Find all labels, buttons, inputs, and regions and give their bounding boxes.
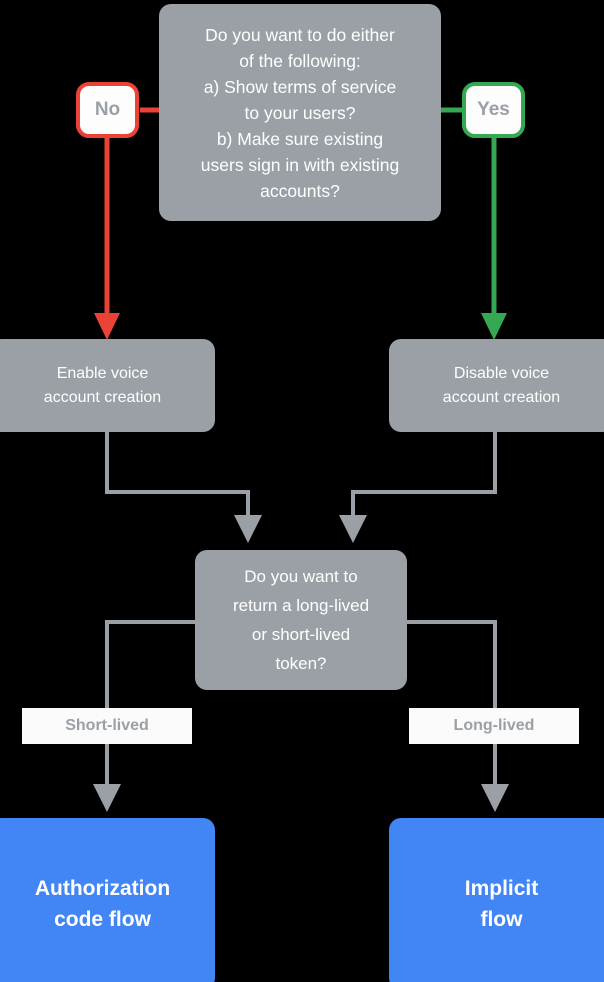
terminal-node-implicit-flow-label: Implicit flow [464, 877, 539, 931]
edge-token-to-implicit-arrowhead [481, 784, 509, 812]
edge-yes-to-disable-arrowhead [481, 313, 507, 340]
edge-label-yes-text: Yes [477, 99, 510, 120]
edge-label-no[interactable]: No [76, 82, 139, 138]
decision-node-token-lifetime-label: Do you want to return a long-lived or sh… [232, 567, 370, 673]
edge-token-to-auth-arrowhead [93, 784, 121, 812]
process-node-disable-voice-account-creation-label: Disable voice account creation [442, 364, 561, 406]
terminal-node-authorization-code-flow-label: Authorization code flow [34, 877, 171, 931]
edge-label-short-lived[interactable]: Short-lived [22, 708, 192, 744]
edge-token-to-auth-line [105, 620, 195, 788]
process-node-disable-voice-account-creation[interactable]: Disable voice account creation [389, 339, 604, 432]
edge-no-to-enable-arrowhead [94, 313, 120, 340]
terminal-node-authorization-code-flow[interactable]: Authorization code flow [0, 818, 215, 982]
process-node-enable-voice-account-creation-label: Enable voice account creation [43, 364, 162, 406]
edge-label-short-lived-text: Short-lived [65, 717, 149, 734]
edge-label-long-lived-text: Long-lived [453, 717, 535, 734]
edge-token-to-implicit-line [407, 620, 497, 788]
decision-node-terms-or-existing-users-label: Do you want to do either of the followin… [200, 24, 400, 201]
decision-node-token-lifetime[interactable]: Do you want to return a long-lived or sh… [195, 550, 407, 690]
terminal-node-implicit-flow[interactable]: Implicit flow [389, 818, 604, 982]
edge-enable-to-token-line [105, 432, 250, 520]
decision-node-terms-or-existing-users[interactable]: Do you want to do either of the followin… [159, 4, 441, 221]
edge-enable-to-token-arrowhead [234, 515, 262, 543]
edge-disable-to-token-line [351, 432, 497, 520]
edge-label-long-lived[interactable]: Long-lived [409, 708, 579, 744]
edge-disable-to-token-arrowhead [339, 515, 367, 543]
edge-label-yes[interactable]: Yes [462, 82, 525, 138]
edge-label-no-text: No [94, 99, 121, 120]
process-node-enable-voice-account-creation[interactable]: Enable voice account creation [0, 339, 215, 432]
